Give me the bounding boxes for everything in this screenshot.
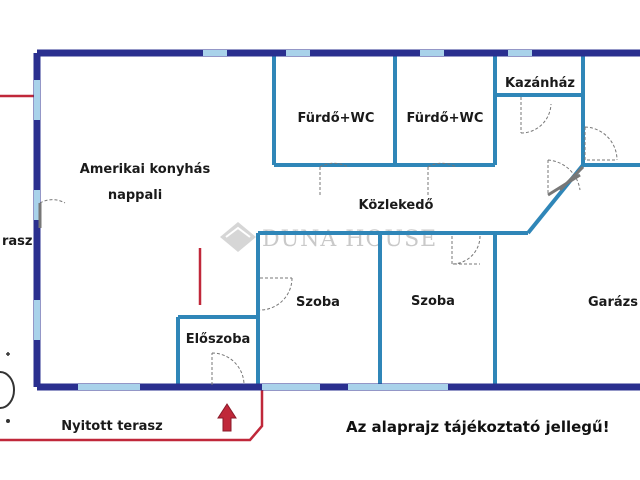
- entrance-arrow-icon: [217, 403, 237, 432]
- window: [34, 190, 40, 220]
- window: [508, 50, 532, 56]
- windows: [34, 50, 532, 390]
- door-room1: [259, 277, 293, 311]
- room-2-label: Szoba: [411, 294, 455, 309]
- window: [348, 384, 448, 390]
- door-room2: [451, 235, 481, 265]
- disclaimer-note: Az alaprajz tájékoztató jellegű!: [346, 418, 610, 436]
- window: [203, 50, 227, 56]
- terrace-left-label: rasz: [2, 234, 33, 249]
- door-living-left: [39, 199, 66, 228]
- open-terrace-label: Nyitott terasz: [61, 419, 162, 434]
- window: [286, 50, 310, 56]
- watermark: DUNA HOUSE: [220, 222, 437, 252]
- watermark-text: DUNA HOUSE: [262, 227, 437, 252]
- garage-label: Garázs: [588, 295, 638, 310]
- watermark-logo-icon: [220, 222, 256, 252]
- corridor-label: Közlekedő: [359, 198, 434, 213]
- bathroom-2-label: Fürdő+WC: [407, 111, 484, 126]
- door-bath1: [319, 162, 349, 195]
- hall-label: Előszoba: [186, 332, 251, 347]
- window: [34, 80, 40, 120]
- door-corridor-right: [584, 126, 618, 161]
- terrace-outline: [0, 94, 264, 442]
- living-room-label: Amerikai konyhás: [80, 162, 211, 177]
- window: [34, 300, 40, 340]
- living-room-label-line2: nappali: [108, 188, 162, 203]
- compass-icon: [0, 352, 15, 423]
- window: [262, 384, 320, 390]
- outer-walls: [33, 49, 640, 391]
- room-1-label: Szoba: [296, 295, 340, 310]
- bathroom-1-label: Fürdő+WC: [298, 111, 375, 126]
- door-boiler: [520, 97, 552, 134]
- boiler-room-label: Kazánház: [505, 76, 575, 91]
- window: [420, 50, 444, 56]
- door-garage: [547, 159, 581, 195]
- door-entrance: [211, 352, 245, 386]
- window: [78, 384, 140, 390]
- door-bath2: [427, 162, 457, 195]
